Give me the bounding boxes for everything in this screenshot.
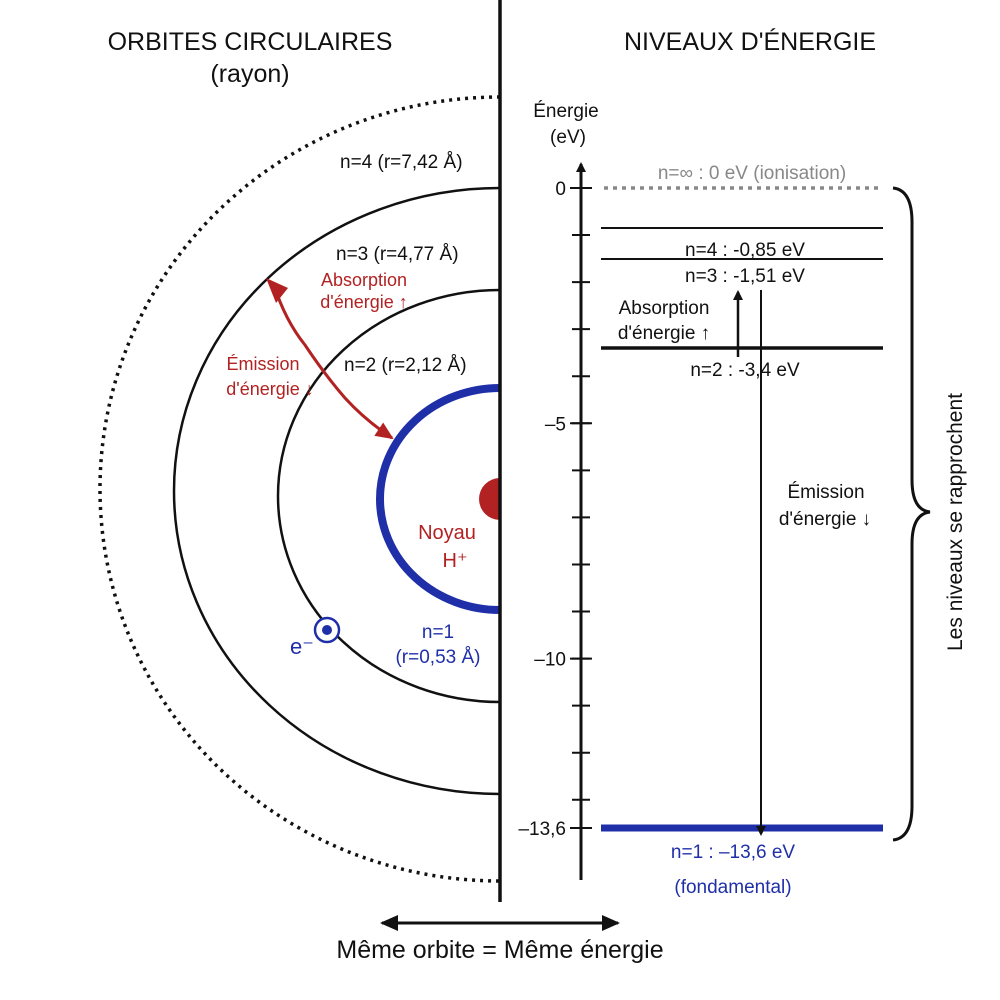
ground-state-note: (fondamental) (674, 877, 791, 898)
energy-axis-unit: (eV) (550, 127, 586, 148)
axis-tick-label: –5 (545, 414, 566, 435)
orbit-absorption-label-2: d'énergie ↑ (320, 292, 408, 312)
level-emission-label-2: d'énergie ↓ (779, 509, 871, 530)
energy-axis-ticks: 0 –5 –10 –13,6 (518, 179, 592, 840)
orbit-emission-label: Émission (226, 354, 299, 374)
nucleus-symbol: H⁺ (443, 550, 468, 572)
orbit-infinity (98, 95, 501, 883)
orbit-emission-label-2: d'énergie ↓ (226, 379, 314, 399)
orbit-n3-label: n=3 (r=4,77 Å) (336, 244, 459, 265)
electron-label: e⁻ (290, 634, 314, 659)
orbit-n2-label: n=2 (r=2,12 Å) (344, 355, 467, 376)
nucleus (479, 478, 500, 520)
energy-level-labels: n=∞ : 0 eV (ionisation) n=4 : -0,85 eV n=3… (658, 163, 846, 863)
levels-brace (892, 186, 931, 842)
energy-level-label: n=1 : –13,6 eV (671, 842, 795, 863)
orbit-n4-label: n=4 (r=7,42 Å) (340, 152, 463, 173)
orbits-panel: ORBITES CIRCULAIRES (rayon) e⁻ n=4 (r=7,… (98, 28, 501, 883)
nucleus-label: Noyau (418, 522, 476, 544)
energy-level-label: n=∞ : 0 eV (ionisation) (658, 163, 846, 184)
level-absorption-label: Absorption (619, 298, 710, 319)
orbit-n1-label: n=1 (422, 622, 454, 643)
level-emission-label: Émission (787, 482, 864, 503)
brace-label: Les niveaux se rapprochent (944, 393, 967, 651)
orbit-n1 (376, 384, 501, 614)
level-absorption-label-2: d'énergie ↑ (618, 323, 710, 344)
electron (313, 616, 341, 644)
energy-axis-label: Énergie (533, 101, 599, 122)
orbits-title: ORBITES CIRCULAIRES (108, 28, 393, 56)
orbit-transition-arrowhead-top (266, 278, 288, 303)
energy-panel: NIVEAUX D'ÉNERGIE Énergie (eV) 0 –5 –10 –13… (518, 27, 967, 898)
orbit-absorption-label: Absorption (321, 270, 407, 290)
orbit-transition-arrow (272, 284, 394, 440)
axis-tick-label: –10 (534, 650, 566, 671)
bottom-caption: Même orbite = Même énergie (336, 936, 663, 964)
orbit-n3 (276, 288, 501, 704)
axis-tick-label: –13,6 (518, 819, 566, 840)
energy-level-lines (601, 186, 883, 832)
orbit-n1-radius: (r=0,53 Å) (395, 647, 480, 668)
energy-level-label: n=3 : -1,51 eV (685, 266, 805, 287)
energy-level-label: n=4 : -0,85 eV (685, 240, 805, 261)
orbits-subtitle: (rayon) (210, 60, 289, 88)
axis-tick-label: 0 (555, 179, 566, 200)
energy-level-label: n=2 : -3,4 eV (690, 360, 800, 381)
orbit-n4 (172, 186, 501, 796)
energy-title: NIVEAUX D'ÉNERGIE (624, 27, 876, 56)
